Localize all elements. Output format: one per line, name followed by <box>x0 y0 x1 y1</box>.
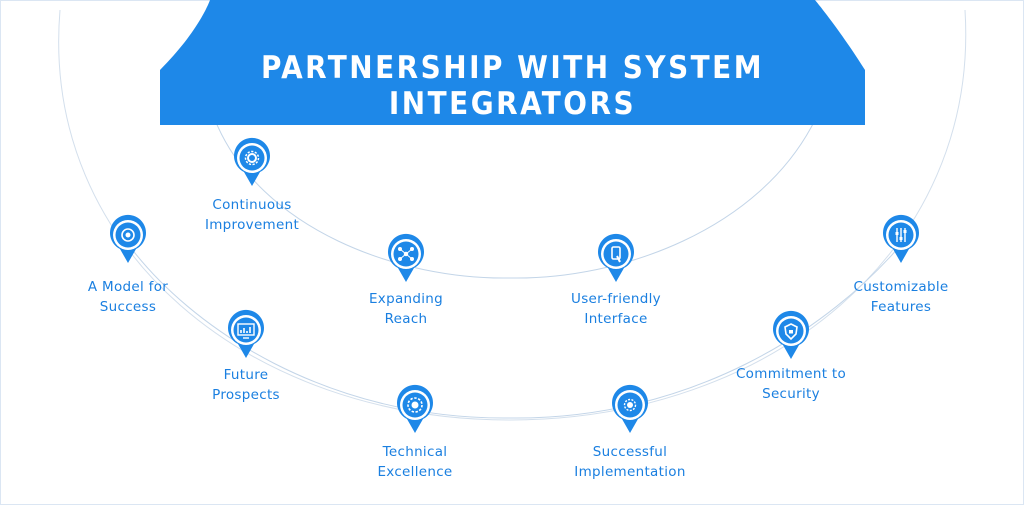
node-label: A Model for Success <box>87 279 169 315</box>
node-future-prospects: Future Prospects <box>212 309 280 403</box>
map-pin-icon <box>110 214 146 263</box>
node-label: Successful Implementation <box>574 444 686 480</box>
lower-arc <box>124 239 906 419</box>
shield-icon <box>784 323 798 341</box>
cogs-icon <box>407 397 423 413</box>
chart-icon <box>237 323 255 339</box>
map-pin-icon <box>228 309 264 358</box>
sliders-icon <box>895 228 907 242</box>
node-technical-excellence: Technical Excellence <box>377 384 452 480</box>
outer-arc <box>58 9 967 421</box>
map-pin-icon <box>388 233 424 282</box>
node-expanding-reach: Expanding Reach <box>369 233 443 327</box>
inner-arc <box>214 119 816 279</box>
map-pin-icon <box>598 233 634 282</box>
node-label: Future Prospects <box>212 367 280 403</box>
map-pin-icon <box>773 310 809 359</box>
map-pin-icon <box>234 137 270 186</box>
gear-icon <box>244 150 260 166</box>
network-icon <box>398 247 414 261</box>
node-label: Customizable Features <box>853 279 949 315</box>
node-label: Technical Excellence <box>377 444 453 480</box>
map-pin-icon <box>397 384 433 433</box>
node-user-friendly-interface: User-friendly Interface <box>571 233 661 327</box>
page-title: PARTNERSHIP WITH SYSTEM INTEGRATORS <box>260 50 765 122</box>
node-continuous-improvement: Continuous Improvement <box>205 137 299 233</box>
node-label: User-friendly Interface <box>571 291 661 327</box>
node-customizable-features: Customizable Features <box>853 214 948 315</box>
node-label: Continuous Improvement <box>204 197 300 233</box>
node-commitment-to-security: Commitment to Security <box>736 310 846 402</box>
node-label: Commitment to Security <box>735 366 847 402</box>
badge-icon <box>121 228 135 242</box>
map-pin-icon <box>883 214 919 263</box>
node-successful-implementation: Successful Implementation <box>574 384 685 480</box>
title-banner <box>160 0 865 125</box>
node-model-for-success: A Model for Success <box>88 214 168 315</box>
node-label: Expanding Reach <box>368 291 444 327</box>
rocket-icon <box>623 398 637 412</box>
map-pin-icon <box>612 384 648 433</box>
touch-icon <box>611 246 621 263</box>
